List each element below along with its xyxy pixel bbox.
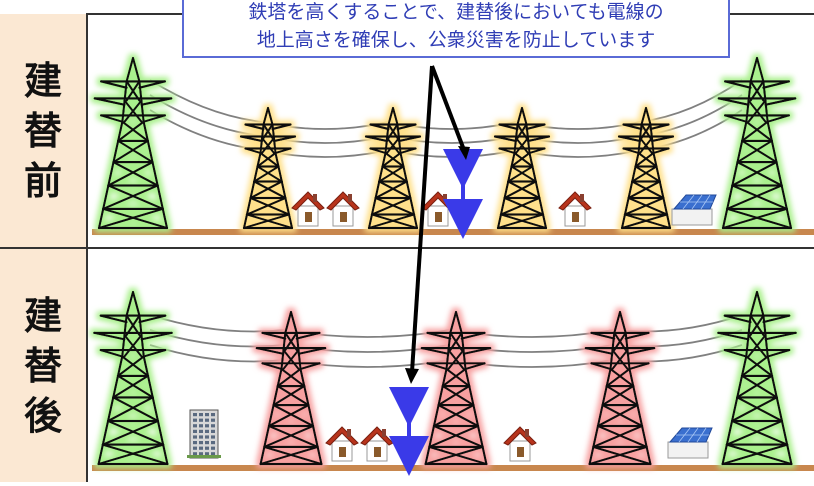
tower-before-4 — [493, 106, 551, 230]
house-before-2 — [326, 191, 360, 227]
house-after-1 — [325, 426, 359, 462]
tower-after-2 — [255, 310, 327, 466]
pointer-arrowhead-before — [458, 146, 470, 160]
ground-before — [92, 229, 814, 235]
pointer-arrow-before — [430, 65, 466, 151]
label-before-char-3: 前 — [23, 158, 62, 203]
solar-house-after — [667, 427, 713, 459]
tower-before-3 — [364, 106, 422, 230]
tower-after-5 — [717, 290, 797, 466]
tower-before-6 — [717, 56, 797, 230]
tower-after-3 — [420, 310, 492, 466]
label-after-char-3: 後 — [23, 393, 62, 438]
ground-after — [92, 465, 814, 471]
label-after-rebuild: 建 替 後 — [0, 249, 88, 482]
wire-before-2 — [149, 94, 743, 144]
label-after-char-1: 建 — [23, 293, 62, 338]
callout-box: 鉄塔を高くすることで、建替後においても電線の 地上高さを確保し、公衆災害を防止し… — [182, 0, 730, 58]
tower-after-1 — [93, 290, 173, 466]
solar-house-before — [671, 194, 717, 226]
callout-line-1: 鉄塔を高くすることで、建替後においても電線の — [248, 1, 664, 23]
tower-before-2 — [239, 106, 297, 230]
house-before-3 — [421, 191, 455, 227]
tower-after-4 — [584, 310, 656, 466]
label-after-char-2: 替 — [23, 343, 62, 388]
pointer-arrowhead-after — [405, 368, 419, 384]
pointer-arrow-after — [410, 65, 434, 373]
house-before-4 — [558, 191, 592, 227]
house-after-3 — [503, 426, 537, 462]
callout-line-2: 地上高さを確保し、公衆災害を防止しています — [256, 29, 656, 51]
apartment-building-after — [187, 409, 221, 459]
wire-before-1 — [149, 79, 743, 130]
label-before-char-2: 替 — [23, 108, 62, 153]
house-after-2 — [360, 426, 394, 462]
label-before-char-1: 建 — [23, 58, 62, 103]
house-before-1 — [291, 191, 325, 227]
label-before-rebuild: 建 替 前 — [0, 14, 88, 247]
tower-before-1 — [93, 56, 173, 230]
tower-before-5 — [617, 106, 675, 230]
wire-after-3 — [149, 344, 743, 368]
